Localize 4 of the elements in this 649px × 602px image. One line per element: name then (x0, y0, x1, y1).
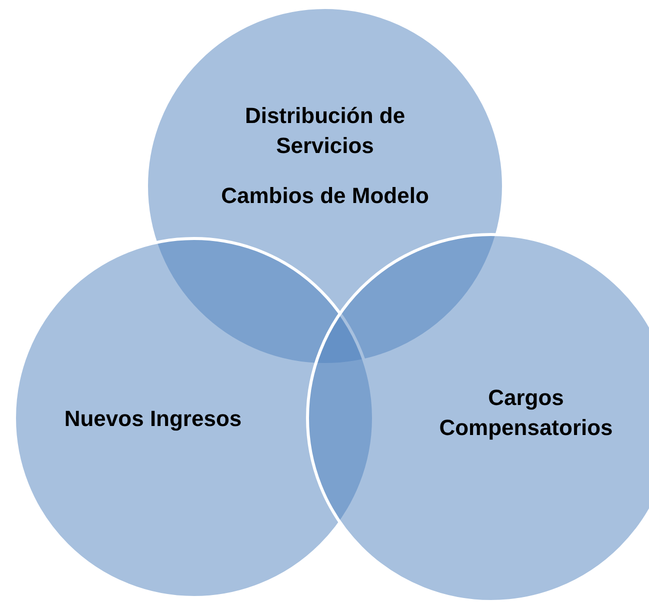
circle-label: Cambios de Modelo (220, 182, 430, 210)
circle-label: Nuevos Ingresos (63, 405, 243, 433)
circle-label: Cargos Compensatorios (438, 384, 614, 442)
circle-label: Distribución de Servicios (244, 102, 406, 160)
